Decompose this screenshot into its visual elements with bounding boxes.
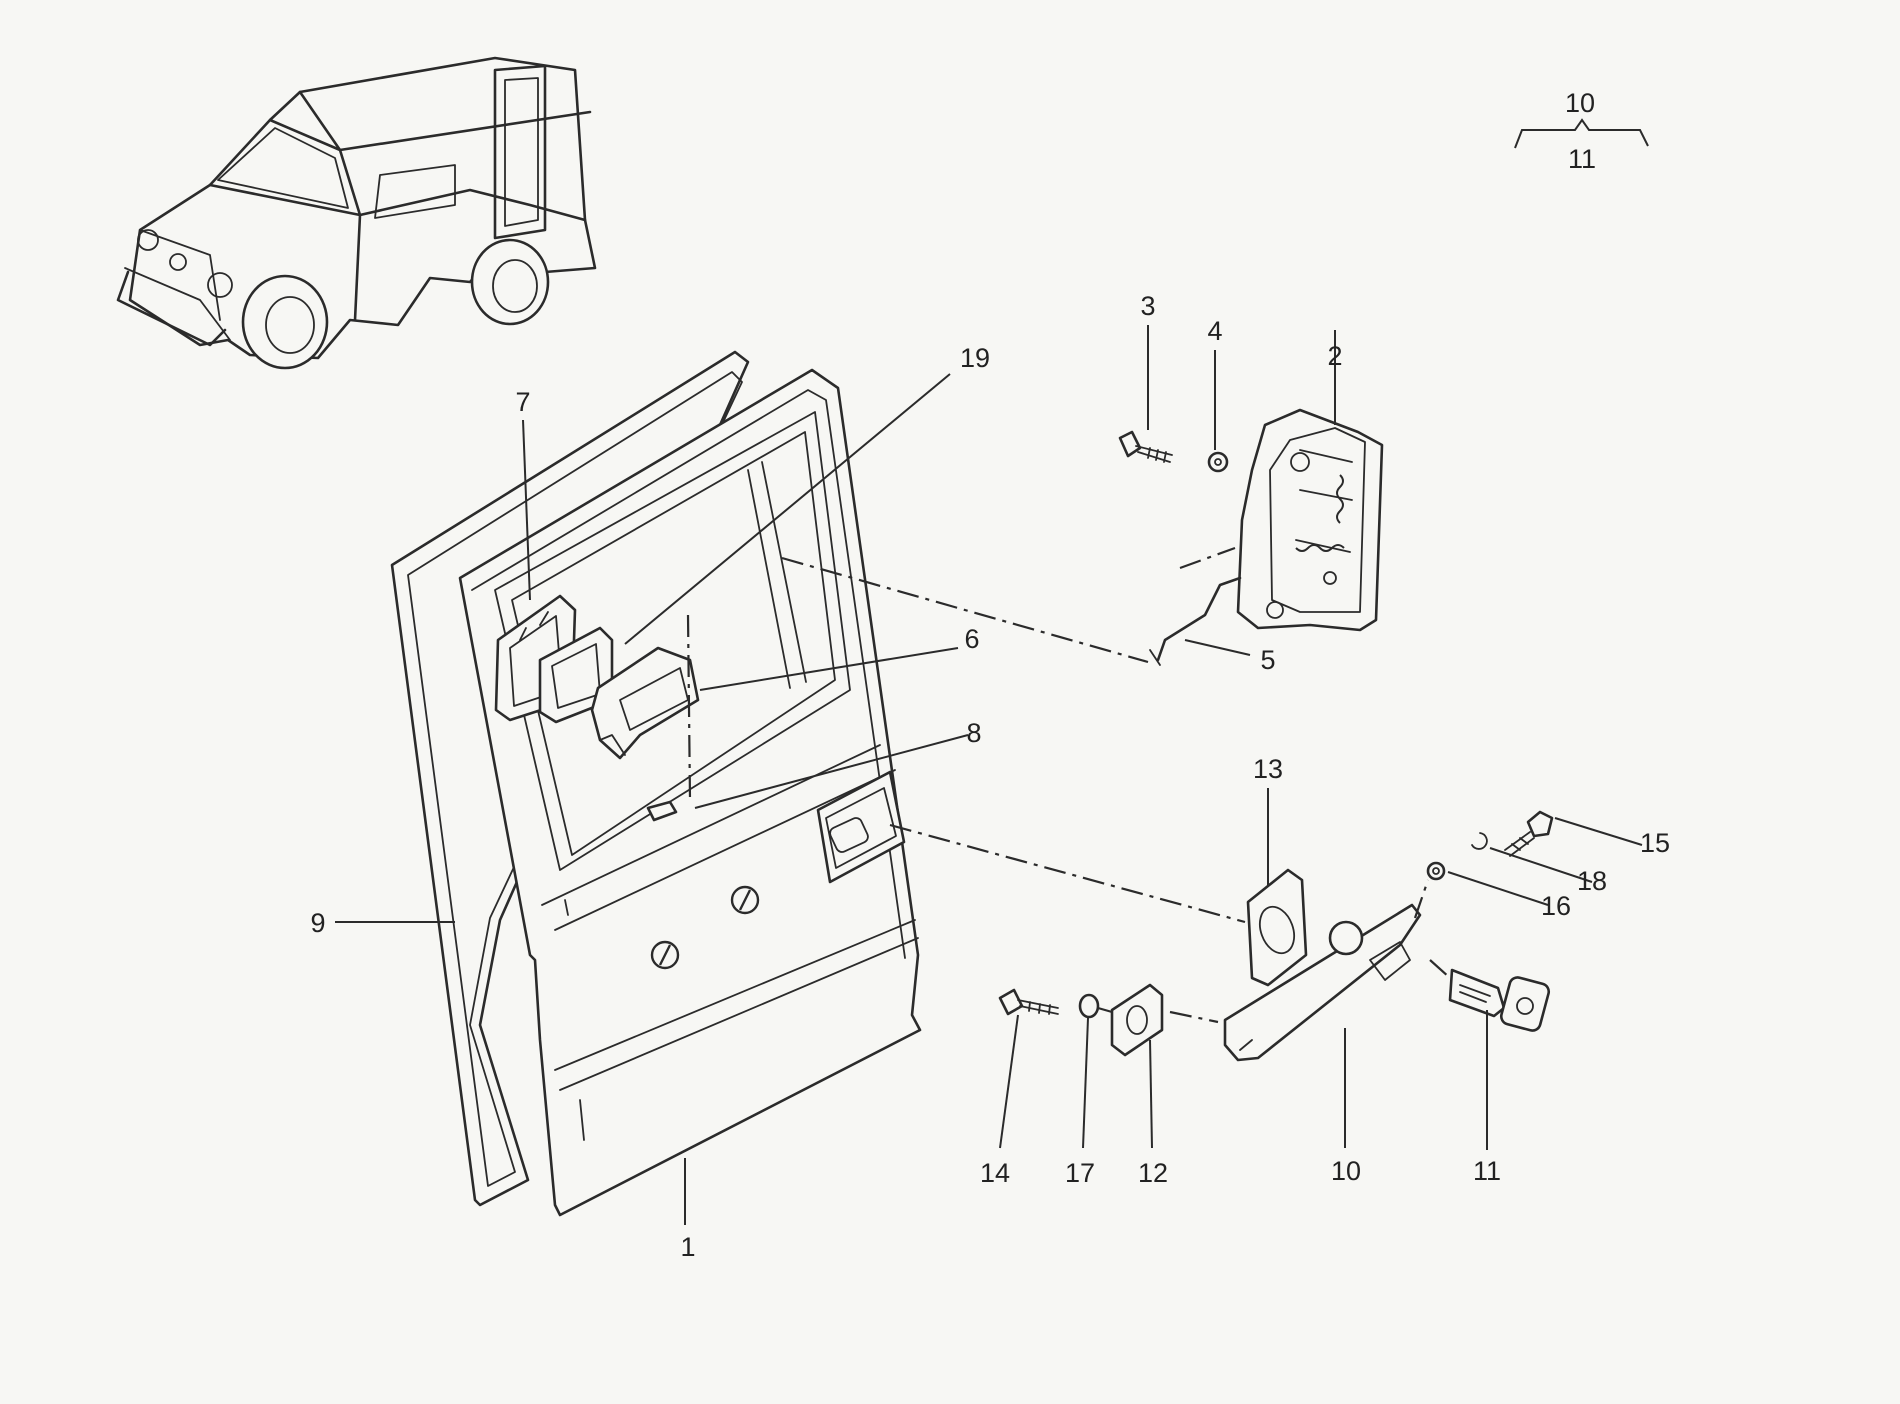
door-seal	[390, 350, 750, 1207]
connecting-rod	[1149, 576, 1242, 666]
legend-bracket	[1514, 118, 1649, 149]
callout-18: 18	[1577, 866, 1607, 896]
callout-labels: 10 11 1 2 3 4 5 6 7 8 9 10 11 12 13 14 1…	[310, 88, 1670, 1262]
front-gasket	[1110, 983, 1164, 1057]
bolt	[1118, 430, 1173, 463]
callout-15: 15	[1640, 828, 1670, 858]
callout-10: 10	[1331, 1156, 1361, 1186]
key-icon	[1448, 968, 1551, 1032]
callout-6: 6	[964, 624, 979, 654]
callout-16: 16	[1541, 891, 1571, 921]
screw-front	[998, 988, 1059, 1016]
callout-11: 11	[1473, 1156, 1501, 1186]
callout-8: 8	[966, 718, 981, 748]
callout-13: 13	[1253, 754, 1283, 784]
callout-5: 5	[1260, 645, 1275, 675]
leader-lines	[335, 325, 1643, 1225]
washer-rear	[1426, 861, 1446, 881]
screw-rear	[1504, 810, 1554, 857]
handle-gasket	[1246, 868, 1308, 987]
vehicle-locator-icon	[116, 56, 597, 370]
callout-19: 19	[960, 343, 990, 373]
callout-7: 7	[515, 387, 530, 417]
callout-12: 12	[1138, 1158, 1168, 1188]
callout-9: 9	[310, 908, 325, 938]
legend-top-label: 10	[1565, 88, 1595, 118]
callout-1: 1	[680, 1232, 695, 1262]
callout-17: 17	[1065, 1158, 1095, 1188]
outer-handle	[1223, 903, 1422, 1062]
lock-washer	[1207, 451, 1229, 473]
callout-14: 14	[980, 1158, 1010, 1188]
callout-4: 4	[1207, 316, 1222, 346]
spring-washer-rear	[1471, 832, 1488, 850]
clip	[646, 800, 678, 822]
lock-mechanism	[1236, 408, 1384, 632]
callout-2: 2	[1327, 341, 1342, 371]
legend-bottom-label: 11	[1568, 144, 1596, 174]
callout-3: 3	[1140, 291, 1155, 321]
washer-front	[1078, 993, 1100, 1019]
connection-lines	[686, 546, 1451, 1024]
